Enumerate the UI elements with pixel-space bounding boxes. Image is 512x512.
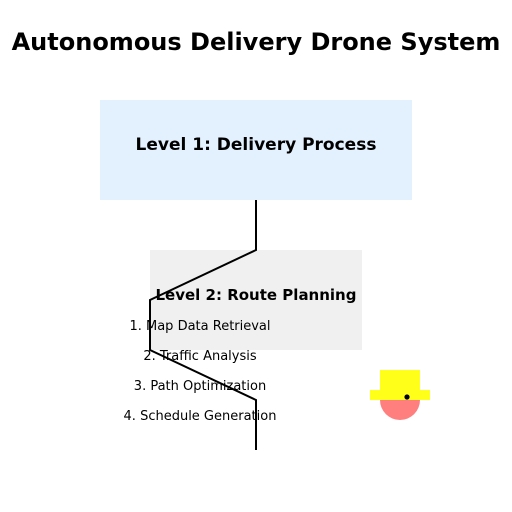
hat-top bbox=[380, 370, 420, 392]
hat-brim bbox=[370, 390, 430, 400]
level1-box bbox=[100, 100, 412, 200]
step-item: 1. Map Data Retrieval bbox=[129, 319, 270, 334]
character-eye bbox=[404, 394, 410, 400]
diagram-title: Autonomous Delivery Drone System bbox=[12, 28, 501, 56]
step-item: 4. Schedule Generation bbox=[124, 409, 277, 424]
step-item: 2. Traffic Analysis bbox=[143, 349, 257, 364]
step-item: 3. Path Optimization bbox=[134, 379, 266, 394]
level2-label: Level 2: Route Planning bbox=[156, 286, 357, 304]
level2-box bbox=[150, 250, 362, 350]
level1-label: Level 1: Delivery Process bbox=[136, 135, 377, 155]
connector-line bbox=[149, 200, 257, 450]
hat-character-icon bbox=[370, 370, 430, 420]
